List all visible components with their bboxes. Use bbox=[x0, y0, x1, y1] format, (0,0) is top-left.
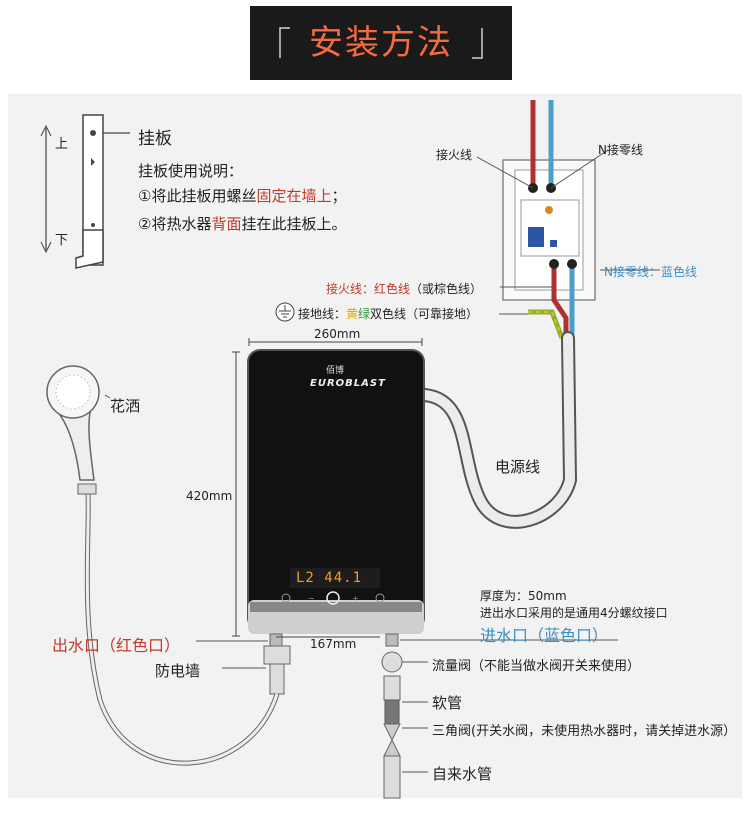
bracket-label: 挂板 bbox=[138, 129, 172, 149]
title-bracket-decor bbox=[279, 27, 483, 59]
shower-head-icon bbox=[46, 365, 100, 495]
instruction-line-2: ②将热水器背面挂在此挂板上。 bbox=[138, 215, 347, 233]
inlet-label: 进水口（蓝色口） bbox=[480, 626, 609, 645]
instructions-heading: 挂板使用说明： bbox=[138, 162, 244, 180]
tap-pipe-label: 自来水管 bbox=[432, 765, 493, 783]
mounting-bracket-icon bbox=[40, 114, 130, 269]
instruction-line-1: ①将此挂板用螺丝固定在墙上； bbox=[138, 187, 347, 205]
live-wire-label: 接火线：红色线（或棕色线） bbox=[326, 282, 483, 296]
brand-logo: EUROBLAST bbox=[310, 378, 386, 389]
led-display: L2 44.1 bbox=[296, 570, 363, 586]
hose-label: 软管 bbox=[432, 694, 463, 712]
water-heater: − + bbox=[247, 349, 425, 634]
svg-text:+: + bbox=[352, 594, 359, 603]
anti-shock-wall-label: 防电墙 bbox=[155, 662, 201, 680]
down-label: 下 bbox=[55, 233, 69, 248]
outlet-label: 出水口（红色口） bbox=[52, 636, 181, 655]
shower-label: 花洒 bbox=[110, 397, 141, 415]
neutral-blue-label: N接零线：蓝色线 bbox=[604, 265, 697, 279]
thickness-label: 厚度为：50mm bbox=[480, 589, 567, 603]
title-banner: 安装方法 bbox=[250, 6, 512, 80]
brand-logo-cn: 佰博 bbox=[326, 366, 345, 376]
height-dimension: 420mm bbox=[186, 489, 233, 503]
flow-valve-label: 流量阀（不能当做水阀开关来使用） bbox=[432, 659, 641, 674]
bottom-width-dimension: 167mm bbox=[310, 637, 357, 651]
svg-text:−: − bbox=[308, 594, 315, 603]
width-dimension: 260mm bbox=[314, 327, 361, 341]
live-wire-top-label: 接火线 bbox=[436, 148, 473, 162]
up-label: 上 bbox=[55, 137, 69, 152]
page-title: 安装方法 bbox=[309, 23, 453, 63]
angle-valve-label: 三角阀(开关水阀，未使用热水器时，请关掉进水源） bbox=[432, 724, 737, 739]
power-cord-label: 电源线 bbox=[495, 458, 541, 476]
thread-label: 进出水口采用的是通用4分螺纹接口 bbox=[480, 606, 668, 620]
ground-wire-label: 接地线：黄绿双色线（可靠接地） bbox=[298, 307, 479, 321]
neutral-wire-top-label: N接零线 bbox=[598, 143, 643, 157]
